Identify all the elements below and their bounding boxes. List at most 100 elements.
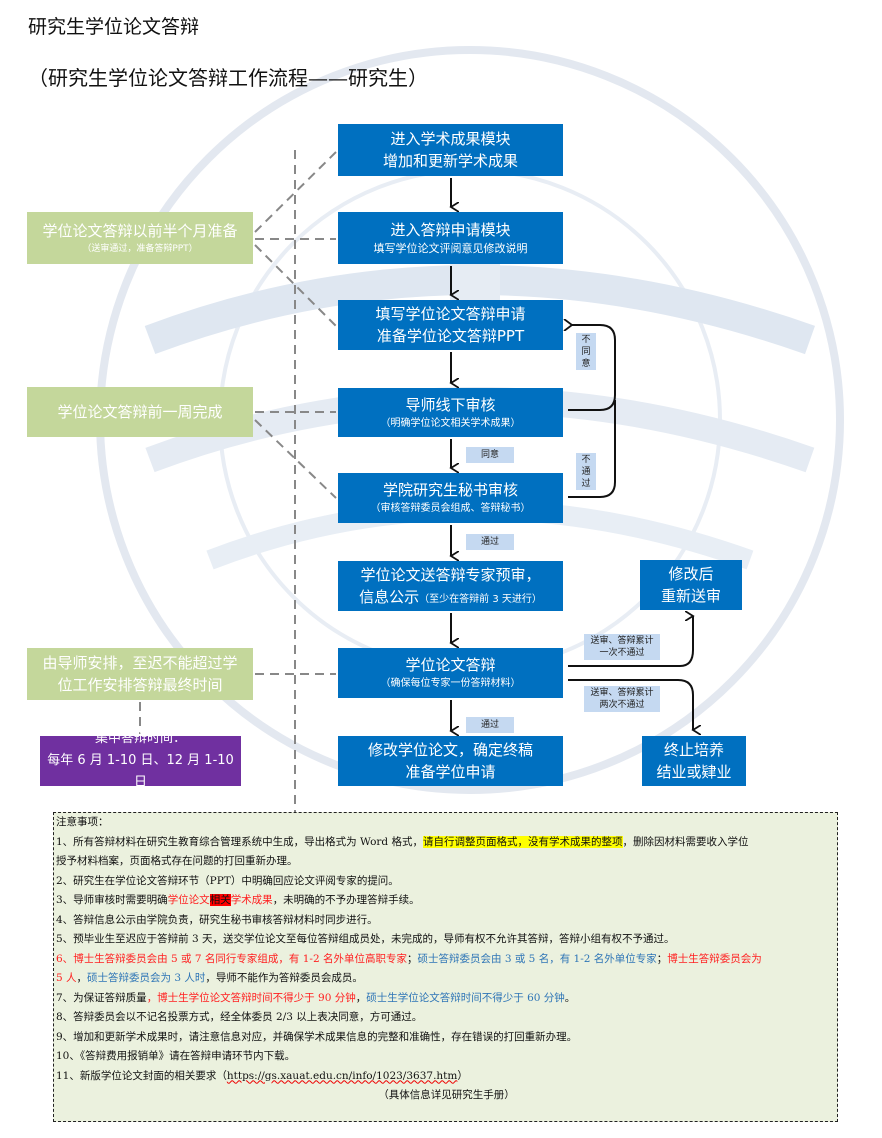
note-5: 5、预毕业生至迟应于答辩前 3 天，送交学位论文至每位答辩组成员处，未完成的，导… bbox=[56, 933, 675, 945]
tag-disagree: 不同意 bbox=[576, 333, 596, 370]
note-text: ； bbox=[656, 952, 668, 965]
note-3: 3、导师审核时需要明确学位论文相关学术成果，未明确的不予办理答辩手续。 bbox=[54, 891, 837, 911]
tag-text: 通过 bbox=[480, 720, 499, 730]
notes-box: 注意事项： 1、所有答辩材料在研究生教育综合管理系统中生成，导出格式为 Word… bbox=[53, 812, 838, 1122]
defense-time-value: 每年 6 月 1-10 日、12 月 1-10 日 bbox=[47, 753, 234, 790]
step-subtext: （审核答辩委员会组成、答辩秘书） bbox=[370, 503, 531, 514]
note-text: ； bbox=[406, 952, 418, 965]
defense-time-label: 集中答辩时间： bbox=[94, 731, 186, 746]
outcome-resubmit: 修改后 重新送审 bbox=[640, 560, 742, 610]
tag-text: 一次不通过 bbox=[599, 648, 645, 658]
note-8: 8、答辩委员会以不记名投票方式，经全体委员 2/3 以上表决同意，方可通过。 bbox=[56, 1011, 423, 1023]
step-expert-prereview: 学位论文送答辩专家预审， 信息公示（至少在答辩前 3 天进行） bbox=[338, 561, 563, 611]
step-text: 准备学位申请 bbox=[405, 763, 496, 781]
tag-text: 通过 bbox=[480, 537, 499, 547]
note-red: 6、 bbox=[56, 952, 74, 965]
outcome-text: 结业或肄业 bbox=[656, 763, 732, 781]
timeline-text: 学位论文答辩以前半个月准备 bbox=[42, 222, 238, 240]
tag-twice-fail: 送审、答辩累计两次不通过 bbox=[584, 686, 660, 712]
note-text: ， bbox=[76, 972, 88, 984]
tag-text: 两次不通过 bbox=[599, 700, 645, 710]
timeline-text: 学位论文答辩前一周完成 bbox=[57, 403, 223, 421]
note-red: 博士生答辩委员会由 5 或 7 名同行专家组成，有 1-2 名外单位高职专家 bbox=[73, 952, 407, 965]
tag-pass: 通过 bbox=[466, 717, 514, 733]
step-defense-application: 进入答辩申请模块 填写学位论文评阅意见修改说明 bbox=[338, 212, 563, 264]
cover-requirements-link[interactable]: https://gs.xauat.edu.cn/info/1023/3637.h… bbox=[226, 1069, 458, 1082]
note-1-cont: 授予材料档案，页面格式存在问题的打回重新办理。 bbox=[56, 855, 298, 867]
step-advisor-review: 导师线下审核 （明确学位论文相关学术成果） bbox=[338, 388, 563, 437]
note-blue: 硕士答辩委员会为 3 人时 bbox=[87, 972, 206, 984]
step-text: 修改学位论文，确定终稿 bbox=[367, 741, 533, 759]
step-subtext: 填写学位论文评阅意见修改说明 bbox=[373, 242, 528, 255]
note-red: 学位论文 bbox=[167, 894, 210, 906]
note-6-cont: 5 人，硕士答辩委员会为 3 人时，导师不能作为答辩委员会成员。 bbox=[54, 969, 837, 989]
tag-text: 送审、答辩累计 bbox=[590, 688, 654, 698]
defense-time-box: 集中答辩时间： 每年 6 月 1-10 日、12 月 1-10 日 bbox=[40, 731, 241, 790]
step-subtext: （确保每位专家一份答辩材料） bbox=[380, 678, 521, 689]
note-red: 学术成果 bbox=[230, 894, 273, 906]
note-text: 3、导师审核时需要明确 bbox=[56, 894, 168, 906]
tag-text: 同意 bbox=[480, 450, 499, 460]
note-11: 11、新版学位论文封面的相关要求（https://gs.xauat.edu.cn… bbox=[54, 1067, 837, 1087]
note-9: 9、增加和更新学术成果时，请注意信息对应，并确保学术成果信息的完整和准确性，存在… bbox=[56, 1030, 578, 1043]
timeline-advisor-arrange: 由导师安排，至迟不能超过学 位工作安排答辩最终时间 bbox=[27, 648, 253, 700]
step-secretary-review: 学院研究生秘书审核 （审核答辩委员会组成、答辩秘书） bbox=[338, 473, 563, 523]
step-academic-achievements: 进入学术成果模块 增加和更新学术成果 bbox=[338, 124, 563, 176]
note-text: ，导师不能作为答辩委员会成员。 bbox=[205, 972, 363, 984]
step-text: 信息公示 bbox=[359, 588, 420, 606]
note-blue: 硕士答辩委员会由 3 或 5 名，有 1-2 名外单位专家 bbox=[417, 952, 657, 965]
step-text: 进入学术成果模块 bbox=[390, 130, 511, 148]
note-red: ，博士生学位论文答辩时间不得少于 90 分钟 bbox=[146, 991, 356, 1004]
page-title: 研究生学位论文答辩 bbox=[28, 16, 200, 38]
step-text: 进入答辩申请模块 bbox=[390, 221, 511, 239]
tag-agree: 同意 bbox=[466, 447, 514, 463]
note-2: 2、研究生在学位论文答辩环节（PPT）中明确回应论文评阅专家的提问。 bbox=[56, 874, 399, 887]
outcome-text: 修改后 bbox=[668, 565, 714, 583]
tag-pass: 通过 bbox=[466, 534, 514, 550]
page-subtitle: （研究生学位论文答辩工作流程——研究生） bbox=[28, 66, 428, 90]
note-highlight: 相关 bbox=[209, 894, 231, 906]
note-red: 5 人 bbox=[56, 972, 77, 984]
note-text: ， bbox=[355, 991, 367, 1004]
outcome-text: 终止培养 bbox=[663, 741, 724, 759]
note-4: 4、答辩信息公示由学院负责，研究生秘书审核答辩材料时同步进行。 bbox=[56, 913, 378, 926]
note-6: 6、博士生答辩委员会由 5 或 7 名同行专家组成，有 1-2 名外单位高职专家… bbox=[54, 950, 837, 970]
timeline-subtext: （送审通过，准备答辩PPT） bbox=[82, 244, 198, 254]
outcome-text: 重新送审 bbox=[660, 587, 721, 605]
note-text: 。 bbox=[564, 991, 576, 1004]
note-text: 11、新版学位论文封面的相关要求（ bbox=[56, 1069, 227, 1082]
step-final-draft: 修改学位论文，确定终稿 准备学位申请 bbox=[338, 736, 563, 786]
note-10: 10、《答辩费用报销单》请在答辩申请环节内下载。 bbox=[56, 1050, 296, 1062]
notes-heading: 注意事项： bbox=[56, 816, 109, 828]
timeline-one-week: 学位论文答辩前一周完成 bbox=[27, 387, 253, 437]
tag-fail: 不通过 bbox=[576, 453, 596, 490]
step-text: 学位论文答辩 bbox=[405, 656, 496, 674]
tag-text: 通 bbox=[581, 466, 591, 477]
note-blue: 硕士生学位论文答辩时间不得少于 60 分钟 bbox=[366, 991, 565, 1004]
tag-text: 过 bbox=[581, 478, 591, 489]
tag-text: 同 bbox=[581, 346, 591, 357]
outcome-terminate: 终止培养 结业或肄业 bbox=[642, 736, 746, 786]
tag-text: 不 bbox=[581, 334, 591, 345]
note-text: ，删除因材料需要收入学位 bbox=[622, 835, 749, 848]
step-text: 填写学位论文答辩申请 bbox=[375, 305, 526, 323]
tag-text: 意 bbox=[581, 358, 591, 369]
step-text: 增加和更新学术成果 bbox=[382, 152, 518, 170]
note-text: 7、为保证答辩质量 bbox=[56, 991, 147, 1004]
step-thesis-defense: 学位论文答辩 （确保每位专家一份答辩材料） bbox=[338, 648, 563, 698]
timeline-text: 由导师安排，至迟不能超过学 bbox=[42, 654, 238, 672]
step-text: 导师线下审核 bbox=[405, 395, 496, 414]
notes-footer: （具体信息详见研究生手册） bbox=[378, 1089, 515, 1101]
tag-text: 不 bbox=[581, 454, 591, 465]
timeline-half-month: 学位论文答辩以前半个月准备 （送审通过，准备答辩PPT） bbox=[27, 212, 253, 264]
step-subtext: （明确学位论文相关学术成果） bbox=[380, 417, 521, 429]
step-text: 学位论文送答辩专家预审， bbox=[360, 566, 541, 584]
step-subtext: （至少在答辩前 3 天进行） bbox=[419, 594, 542, 605]
note-highlight: 请自行调整页面格式，没有学术成果的整项 bbox=[423, 835, 623, 848]
note-red: 博士生答辩委员会为 bbox=[667, 952, 762, 965]
note-7: 7、为保证答辩质量，博士生学位论文答辩时间不得少于 90 分钟，硕士生学位论文答… bbox=[54, 989, 837, 1009]
note-text: 1、所有答辩材料在研究生教育综合管理系统中生成，导出格式为 Word 格式， bbox=[56, 835, 423, 848]
note-text: ） bbox=[457, 1069, 468, 1082]
note-1: 1、所有答辩材料在研究生教育综合管理系统中生成，导出格式为 Word 格式，请自… bbox=[54, 833, 837, 853]
